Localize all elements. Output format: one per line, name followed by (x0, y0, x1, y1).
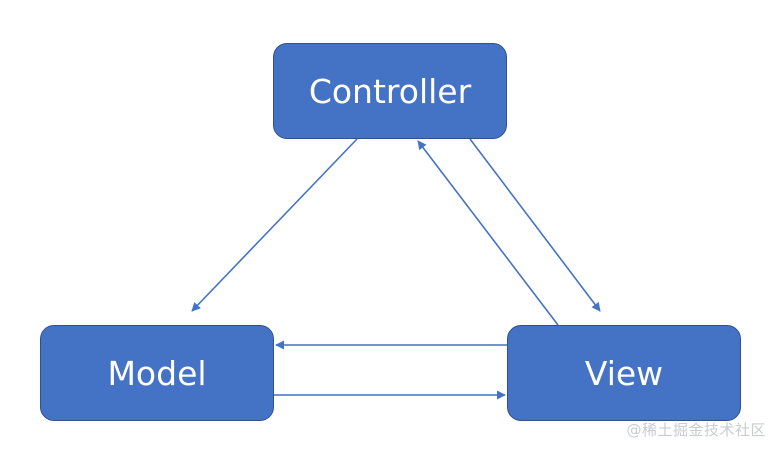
model-label: Model (107, 353, 207, 393)
edge-view-to-controller (417, 140, 559, 326)
watermark: @稀土掘金技术社区 (626, 421, 766, 439)
view-node: View (507, 325, 741, 421)
edge-controller-to-view (469, 138, 601, 312)
model-node: Model (40, 325, 274, 421)
controller-node: Controller (273, 43, 507, 139)
controller-label: Controller (308, 71, 472, 111)
view-label: View (584, 353, 664, 393)
edge-controller-to-model (191, 138, 358, 312)
